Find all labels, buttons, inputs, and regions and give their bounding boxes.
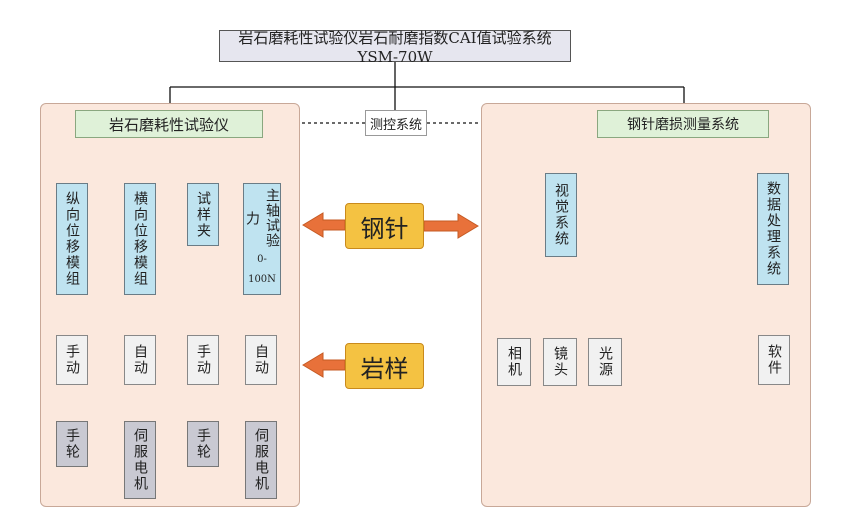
transverse-module: 横向位移模组 <box>124 183 156 295</box>
needle-arrow-left <box>302 212 346 238</box>
handwheel-1: 手轮 <box>56 421 88 467</box>
sample-clamp: 试样夹 <box>187 183 219 246</box>
needle-arrow-right <box>423 213 479 239</box>
servo-motor-2: 伺服电机 <box>245 421 277 499</box>
camera: 相机 <box>497 338 531 386</box>
servo-motor-1: 伺服电机 <box>124 421 156 499</box>
vision-system: 视觉系统 <box>545 173 577 257</box>
right-panel <box>481 103 811 507</box>
rock-arrow-left <box>302 352 346 378</box>
data-processing-system: 数据处理系统 <box>757 173 789 285</box>
lens: 镜头 <box>543 338 577 386</box>
light-source: 光源 <box>588 338 622 386</box>
mode-manual-2: 手动 <box>187 335 219 385</box>
longitudinal-module: 纵向位移模组 <box>56 183 88 295</box>
diagram-title: 岩石磨耗性试验仪岩石耐磨指数CAI值试验系统YSM-70W <box>219 29 571 66</box>
spindle-force: 主轴试验力 0-100N <box>243 183 281 295</box>
mode-auto-1: 自动 <box>124 335 156 385</box>
control-system: 测控系统 <box>365 110 427 136</box>
mode-auto-2: 自动 <box>245 335 277 385</box>
mode-manual-1: 手动 <box>56 335 88 385</box>
handwheel-2: 手轮 <box>187 421 219 467</box>
spindle-force-label: 主轴试验力 <box>244 188 280 248</box>
rock-abrasion-tester: 岩石磨耗性试验仪 <box>75 110 263 138</box>
software: 软件 <box>758 335 790 385</box>
rock-sample-label: 岩样 <box>345 343 424 389</box>
spindle-force-range: 0-100N <box>248 254 276 285</box>
steel-needle-label: 钢针 <box>345 203 424 249</box>
needle-wear-measurement-system: 钢针磨损测量系统 <box>597 110 769 138</box>
